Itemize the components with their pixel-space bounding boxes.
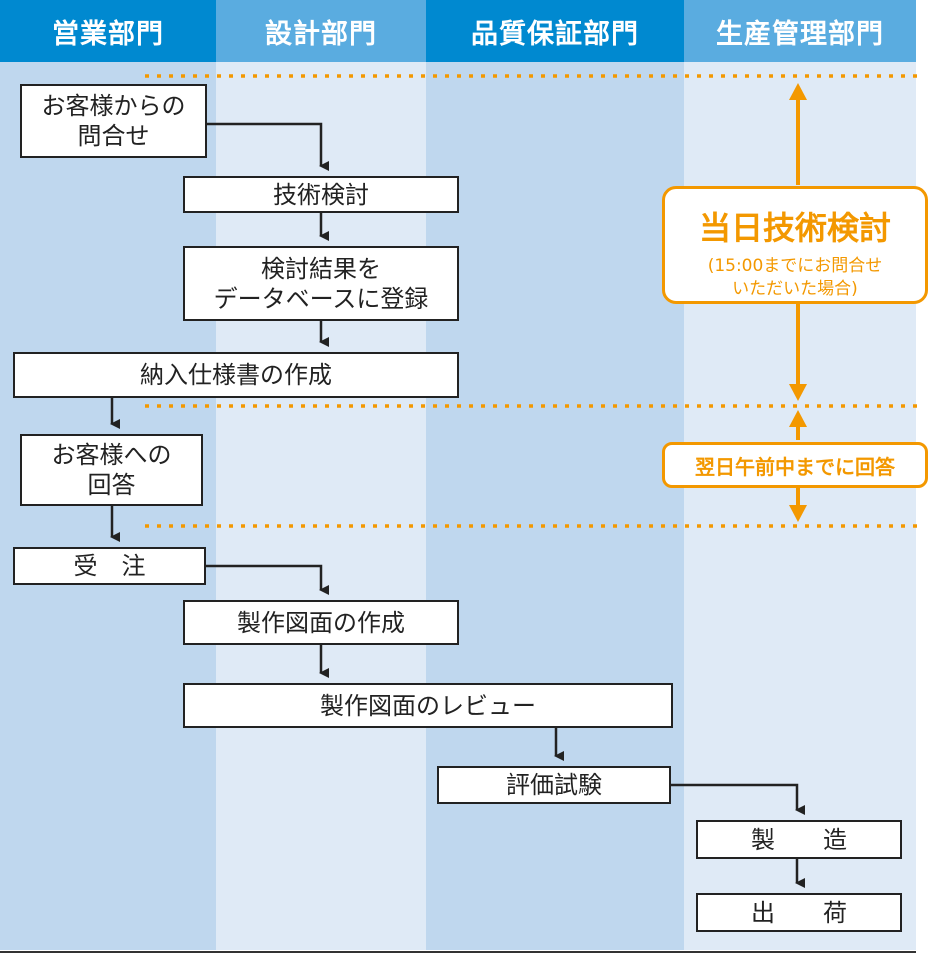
connector-order-to-drawing [206, 564, 329, 595]
lane-header-sales: 営業部門 [0, 0, 216, 62]
next-morning-reply-callout: 翌日午前中までに回答 [662, 442, 928, 488]
step-drawing-review-label: 製作図面のレビュー [320, 691, 536, 720]
step-order-received-label: 受 注 [73, 552, 146, 580]
lane-bg-sales [0, 62, 216, 950]
step-create-drawing-label: 製作図面の作成 [237, 608, 405, 637]
lane-header-design: 設計部門 [216, 0, 426, 62]
same-day-review-callout: 当日技術検討 (15:00までにお問合せ いただいた場合) [662, 186, 928, 304]
lane-header-production: 生産管理部門 [684, 0, 916, 62]
step-evaluation-test-label: 評価試験 [506, 771, 602, 799]
next-morning-reply-label: 翌日午前中までに回答 [695, 454, 895, 479]
step-shipping: 出 荷 [696, 893, 902, 932]
step-customer-inquiry-label: お客様からの 問合せ [41, 92, 186, 150]
step-create-spec: 納入仕様書の作成 [13, 352, 459, 398]
same-day-span-arrow [789, 83, 807, 401]
step-manufacture: 製 造 [696, 820, 902, 859]
same-day-review-note: (15:00までにお問合せ いただいた場合) [707, 256, 883, 299]
step-create-spec-label: 納入仕様書の作成 [140, 361, 332, 389]
step-reply-customer-label: お客様への 回答 [51, 441, 172, 499]
step-manufacture-label: 製 造 [751, 825, 847, 854]
step-technical-review: 技術検討 [183, 176, 459, 213]
step-reply-customer: お客様への 回答 [20, 434, 203, 506]
step-register-results-label: 検討結果を データベースに登録 [213, 254, 429, 313]
next-morning-span-arrow [789, 410, 807, 522]
step-evaluation-test: 評価試験 [437, 766, 671, 804]
same-day-review-title: 当日技術検討 [698, 209, 891, 247]
step-register-results: 検討結果を データベースに登録 [183, 246, 459, 321]
step-customer-inquiry: お客様からの 問合せ [20, 84, 207, 158]
lane-header-qa: 品質保証部門 [426, 0, 684, 62]
step-technical-review-label: 技術検討 [273, 180, 369, 209]
connector-inquiry-to-review [206, 122, 329, 171]
step-shipping-label: 出 荷 [751, 898, 847, 927]
step-order-received: 受 注 [13, 547, 206, 585]
connector-test-to-manufacture [670, 783, 805, 815]
bottom-border [0, 951, 916, 953]
step-drawing-review: 製作図面のレビュー [183, 683, 673, 728]
step-create-drawing: 製作図面の作成 [183, 600, 459, 645]
